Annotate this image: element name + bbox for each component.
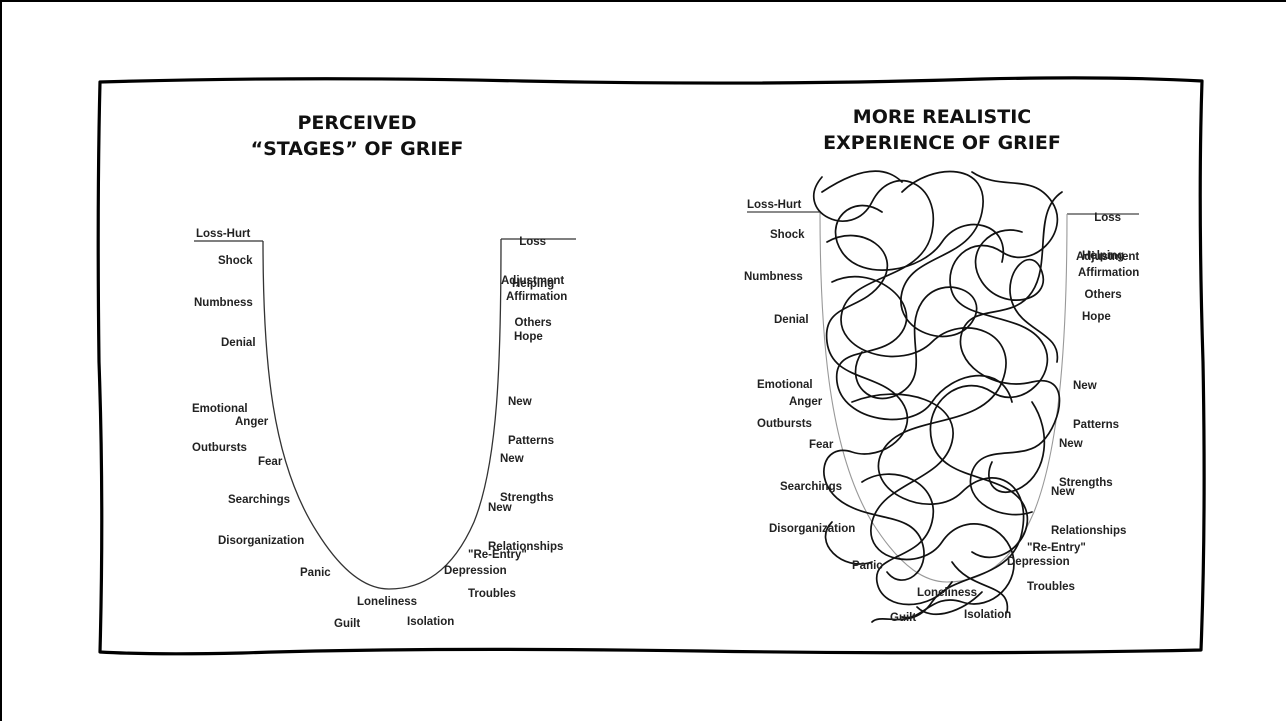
- new-patterns-line-1: New: [508, 396, 532, 408]
- title-line-1: MORE REALISTIC: [852, 106, 1032, 128]
- stage-loneliness: Loneliness: [357, 596, 418, 608]
- new-patterns-line-2: Patterns: [1073, 419, 1120, 431]
- stage-denial: Denial: [221, 337, 256, 349]
- realistic-stage-loss-hurt: Loss-Hurt: [747, 199, 802, 211]
- emotional-line-2: Outbursts: [757, 418, 812, 430]
- stage-loss-hurt: Loss-Hurt: [196, 228, 251, 240]
- stage-searchings: Searchings: [228, 494, 290, 506]
- realistic-stage-loneliness: Loneliness: [917, 587, 978, 599]
- stage-new-relationships: New Relationships: [488, 476, 563, 580]
- realistic-stage-panic: Panic: [852, 560, 883, 572]
- stage-affirmation: Affirmation: [506, 291, 568, 303]
- stage-fear: Fear: [258, 456, 283, 468]
- emotional-line-1: Emotional: [757, 379, 813, 391]
- new-strengths-line-1: New: [500, 453, 524, 465]
- helping-line-1: Helping: [512, 278, 555, 290]
- realistic-stage-denial: Denial: [774, 314, 809, 326]
- reentry-line-2: Troubles: [1027, 581, 1075, 593]
- realistic-stage-anger: Anger: [789, 396, 823, 408]
- tangled-grief-scribble: [747, 170, 1139, 623]
- title-line-1: PERCEIVED: [297, 112, 417, 134]
- realistic-stage-reentry-troubles: "Re-Entry" Troubles: [1027, 516, 1086, 620]
- title-line-2: “STAGES” OF GRIEF: [250, 138, 464, 160]
- new-strengths-line-1: New: [1059, 438, 1083, 450]
- stage-loss-adjustment: Loss Adjustment: [501, 210, 564, 314]
- stage-shock: Shock: [218, 255, 253, 267]
- stage-new-patterns: New Patterns: [508, 370, 554, 474]
- new-relationships-line-1: New: [1051, 486, 1075, 498]
- realistic-stage-new-patterns: New Patterns: [1073, 354, 1119, 458]
- realistic-stage-depression: Depression: [1007, 556, 1070, 568]
- realistic-stage-shock: Shock: [770, 229, 805, 241]
- emotional-line-1: Emotional: [192, 403, 248, 415]
- helping-line-2: Others: [514, 317, 552, 329]
- realistic-stage-new-relationships: New Relationships: [1051, 460, 1126, 564]
- new-patterns-line-2: Patterns: [508, 435, 555, 447]
- realistic-stage-hope: Hope: [1082, 311, 1111, 323]
- emotional-line-2: Outbursts: [192, 442, 247, 454]
- stage-hope: Hope: [514, 331, 543, 343]
- perceived-stages-title: PERCEIVED “STAGES” OF GRIEF: [122, 110, 592, 162]
- reentry-line-1: "Re-Entry": [468, 549, 527, 561]
- realistic-stage-emotional-outbursts: Emotional Outbursts: [757, 353, 813, 457]
- realistic-stage-fear: Fear: [809, 439, 834, 451]
- realistic-experience-title: MORE REALISTIC EXPERIENCE OF GRIEF: [702, 104, 1182, 156]
- new-relationships-line-2: Relationships: [1051, 525, 1127, 537]
- stage-helping-others: Helping Others: [512, 252, 554, 356]
- stage-numbness: Numbness: [194, 297, 253, 309]
- reentry-line-2: Troubles: [468, 588, 516, 600]
- stage-guilt: Guilt: [334, 618, 361, 630]
- realistic-stage-new-strengths: New Strengths: [1059, 412, 1113, 516]
- new-relationships-line-1: New: [488, 502, 512, 514]
- loss-adjustment-line-1: Loss: [1094, 212, 1122, 224]
- realistic-stage-affirmation: Affirmation: [1078, 267, 1140, 279]
- stage-depression: Depression: [444, 565, 507, 577]
- realistic-stage-helping-others: Helping Others: [1082, 224, 1124, 328]
- stage-panic: Panic: [300, 567, 331, 579]
- realistic-stage-searchings: Searchings: [780, 481, 842, 493]
- new-strengths-line-2: Strengths: [1059, 477, 1113, 489]
- stage-isolation: Isolation: [407, 616, 455, 628]
- perceived-stages-panel: PERCEIVED “STAGES” OF GRIEF Loss-Hurt Sh…: [122, 102, 592, 642]
- reentry-line-1: "Re-Entry": [1027, 542, 1086, 554]
- stage-anger: Anger: [235, 416, 269, 428]
- loss-adjustment-line-1: Loss: [519, 236, 547, 248]
- realistic-stage-isolation: Isolation: [964, 609, 1012, 621]
- grief-u-curve: [194, 238, 576, 590]
- helping-line-2: Others: [1084, 289, 1122, 301]
- loss-adjustment-line-2: Adjustment: [1076, 251, 1140, 263]
- helping-line-1: Helping: [1082, 250, 1125, 262]
- loss-adjustment-line-2: Adjustment: [501, 275, 565, 287]
- realistic-stage-disorganization: Disorganization: [769, 523, 856, 535]
- stage-disorganization: Disorganization: [218, 535, 305, 547]
- realistic-stage-loss-adjustment: Loss Adjustment: [1076, 186, 1139, 290]
- title-line-2: EXPERIENCE OF GRIEF: [823, 132, 1061, 154]
- stage-emotional-outbursts: Emotional Outbursts: [192, 377, 248, 481]
- new-patterns-line-1: New: [1073, 380, 1097, 392]
- realistic-experience-panel: MORE REALISTIC EXPERIENCE OF GRIEF: [702, 102, 1182, 642]
- stage-reentry-troubles: "Re-Entry" Troubles: [468, 523, 527, 627]
- realistic-stage-guilt: Guilt: [890, 612, 917, 624]
- realistic-stage-numbness: Numbness: [744, 271, 803, 283]
- stage-new-strengths: New Strengths: [500, 427, 554, 531]
- new-strengths-line-2: Strengths: [500, 492, 554, 504]
- new-relationships-line-2: Relationships: [488, 541, 564, 553]
